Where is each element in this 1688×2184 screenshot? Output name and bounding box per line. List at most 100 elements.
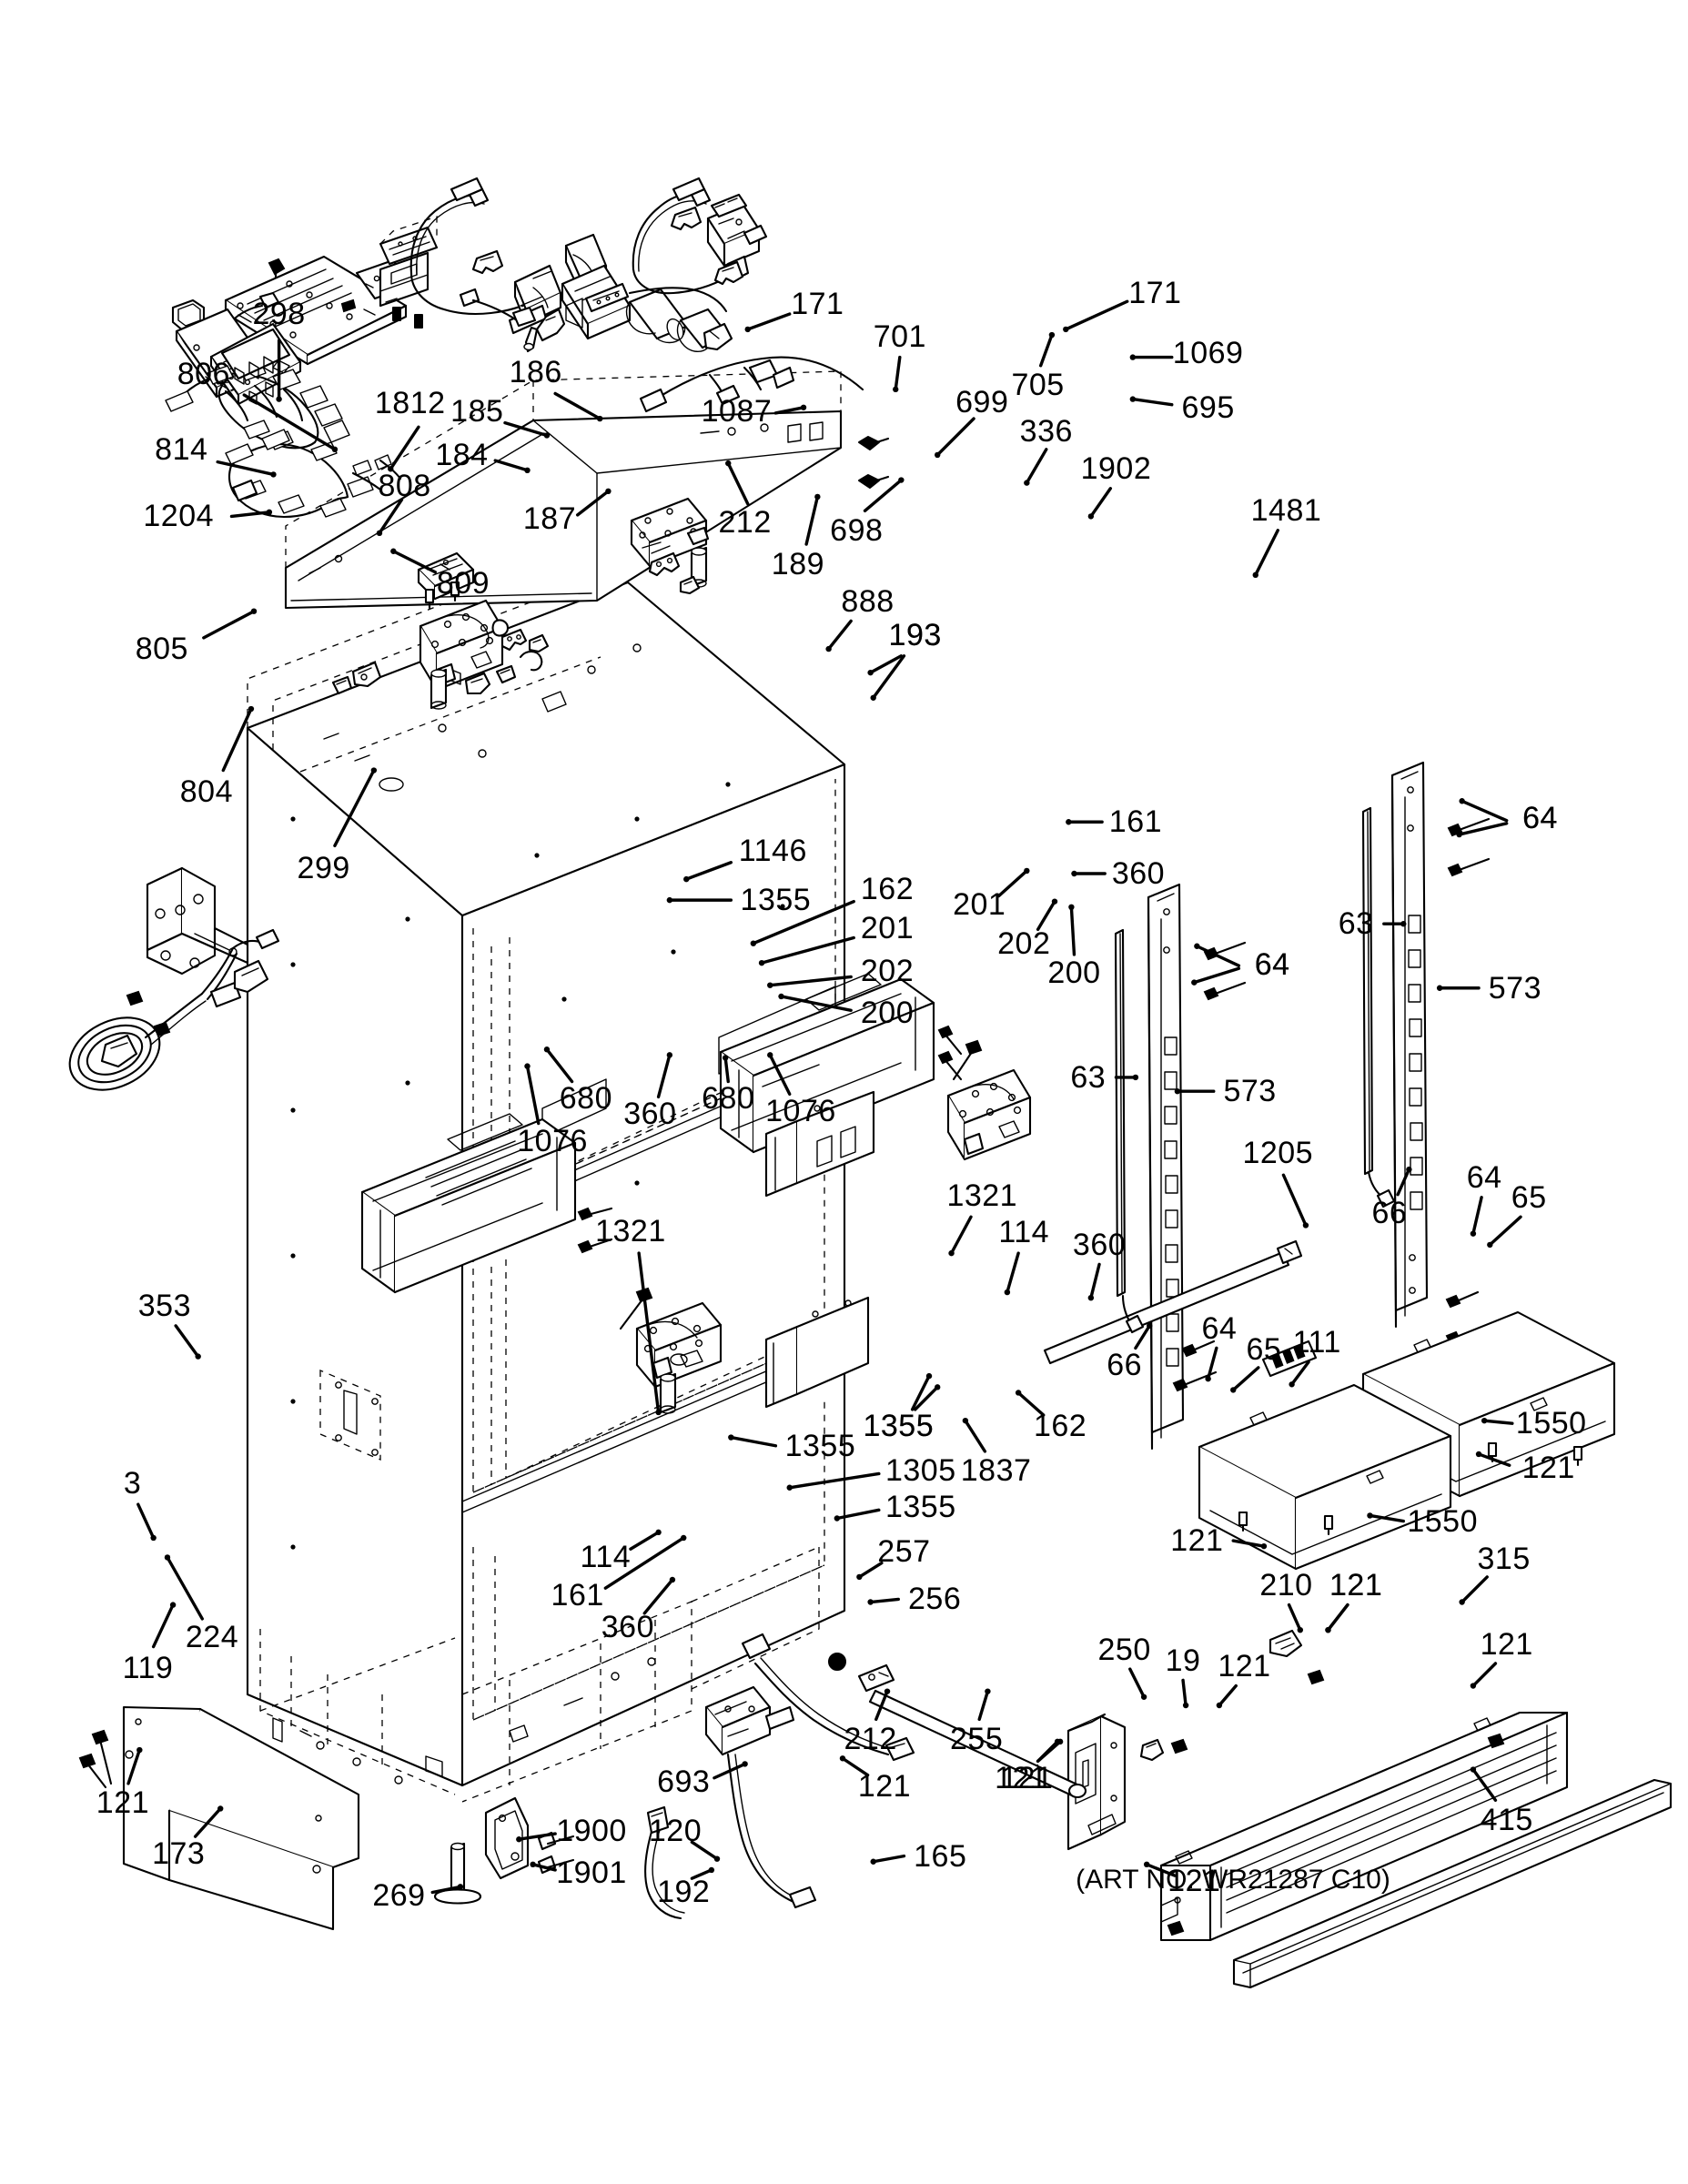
leader-endpoint-121: [1216, 1702, 1223, 1709]
callout-1901: 1901: [556, 1855, 627, 1891]
leader-66: [1134, 1324, 1151, 1350]
callout-212: 212: [844, 1721, 897, 1756]
leader-endpoint-114: [655, 1529, 662, 1536]
leader-111: [1289, 1360, 1310, 1386]
part-201-pin: [491, 619, 510, 637]
callout-201: 201: [953, 886, 1006, 922]
leader-269: [430, 1885, 462, 1895]
leader-1205: [1281, 1173, 1308, 1228]
leader-endpoint-299: [370, 767, 378, 774]
leader-endpoint-64: [1205, 1375, 1211, 1382]
part-184-screw: [340, 298, 357, 313]
callout-64: 64: [1522, 800, 1558, 835]
callout-1321: 1321: [595, 1213, 666, 1249]
leader-endpoint-65: [1487, 1241, 1493, 1249]
callout-121: 121: [1000, 1760, 1054, 1795]
leader-endpoint-1204: [266, 509, 273, 516]
leader-64: [1206, 1346, 1218, 1380]
callout-64: 64: [1201, 1310, 1238, 1346]
leader-endpoint-64: [1459, 798, 1465, 804]
leader-endpoint-121: [136, 1746, 143, 1754]
callout-200: 200: [1047, 955, 1101, 990]
part-1321-slide-left: [360, 1113, 577, 1294]
callout-299: 299: [297, 850, 350, 885]
callout-1355: 1355: [863, 1409, 935, 1444]
callout-184: 184: [435, 437, 489, 472]
part-121-screws-1550b: [1238, 1511, 1334, 1536]
part-680-cam-b: [464, 672, 491, 695]
part-200-bushing-b: [679, 575, 701, 595]
leader-endpoint-165: [870, 1858, 876, 1865]
callout-693: 693: [657, 1764, 711, 1800]
leader-endpoint-680: [722, 1055, 729, 1061]
leader-endpoint-695: [1129, 396, 1137, 402]
callout-161: 161: [551, 1577, 604, 1613]
callout-888: 888: [841, 583, 895, 619]
callout-1812: 1812: [374, 386, 446, 421]
leader-114: [629, 1531, 661, 1551]
leader-endpoint-63: [1132, 1074, 1139, 1081]
leader-endpoint-255: [985, 1688, 991, 1694]
leader-endpoint-814: [270, 471, 277, 478]
callout-121: 121: [1170, 1523, 1224, 1559]
leader-endpoint-114: [1004, 1289, 1011, 1296]
leader-193: [871, 654, 906, 700]
part-171-elbow-right: [670, 206, 702, 231]
leader-1355: [910, 1374, 931, 1411]
leader-65: [1488, 1215, 1522, 1247]
callout-66: 66: [1371, 1195, 1408, 1230]
part-705-tube: [628, 287, 728, 313]
leader-endpoint-184: [524, 467, 531, 474]
leader-endpoint-1146: [683, 875, 690, 883]
leader-705: [1038, 333, 1054, 368]
callout-256: 256: [908, 1582, 962, 1617]
leader-endpoint-66: [1406, 1166, 1412, 1173]
part-415-panel: [1232, 1778, 1673, 1989]
callout-224: 224: [185, 1619, 239, 1654]
callout-269: 269: [372, 1877, 426, 1913]
callout-162: 162: [1033, 1409, 1087, 1444]
part-171-tube-left: [409, 177, 537, 315]
callout-63: 63: [1338, 906, 1374, 942]
leader-806: [242, 393, 337, 451]
callout-63: 63: [1070, 1059, 1107, 1095]
part-114-screws: [619, 1039, 983, 1330]
leader-endpoint-1305: [786, 1484, 793, 1491]
leader-1902: [1089, 487, 1113, 519]
part-165-tube: [726, 1753, 817, 1909]
leader-endpoint-315: [1459, 1599, 1465, 1605]
leader-353: [174, 1324, 200, 1359]
leader-endpoint-202: [1051, 898, 1058, 905]
callout-65: 65: [1511, 1179, 1547, 1215]
part-1355-pins-a: [424, 581, 460, 610]
leader-endpoint-162: [1015, 1390, 1022, 1396]
callout-360: 360: [601, 1610, 654, 1645]
callout-1069: 1069: [1172, 335, 1244, 370]
callout-173: 173: [152, 1835, 206, 1871]
leader-200: [1069, 905, 1076, 956]
leader-endpoint-64: [1194, 943, 1200, 949]
part-1902-motor: [676, 308, 733, 352]
leader-808: [378, 498, 404, 535]
leader-endpoint-573: [1436, 985, 1443, 991]
callout-202: 202: [860, 954, 915, 989]
part-212-wire-upper: [459, 288, 537, 328]
leader-19: [1181, 1678, 1188, 1707]
leader-315: [1460, 1575, 1489, 1604]
part-212-wire-lower: [741, 1633, 915, 1762]
callout-187: 187: [522, 501, 577, 537]
part-202-bracket-b: [648, 551, 681, 577]
leader-186: [553, 391, 601, 420]
callout-202: 202: [997, 925, 1051, 961]
callout-573: 573: [1488, 970, 1542, 1006]
leader-360: [656, 1053, 672, 1099]
callout-809: 809: [436, 566, 490, 602]
leader-endpoint-680: [543, 1046, 551, 1053]
callout-1550: 1550: [1407, 1503, 1478, 1539]
leader-endpoint-1550: [1367, 1512, 1373, 1519]
leader-64: [1471, 1196, 1483, 1236]
callout-114: 114: [998, 1215, 1050, 1250]
leader-256: [868, 1597, 900, 1604]
leader-endpoint-19: [1182, 1702, 1189, 1709]
callout-255: 255: [950, 1721, 1004, 1756]
